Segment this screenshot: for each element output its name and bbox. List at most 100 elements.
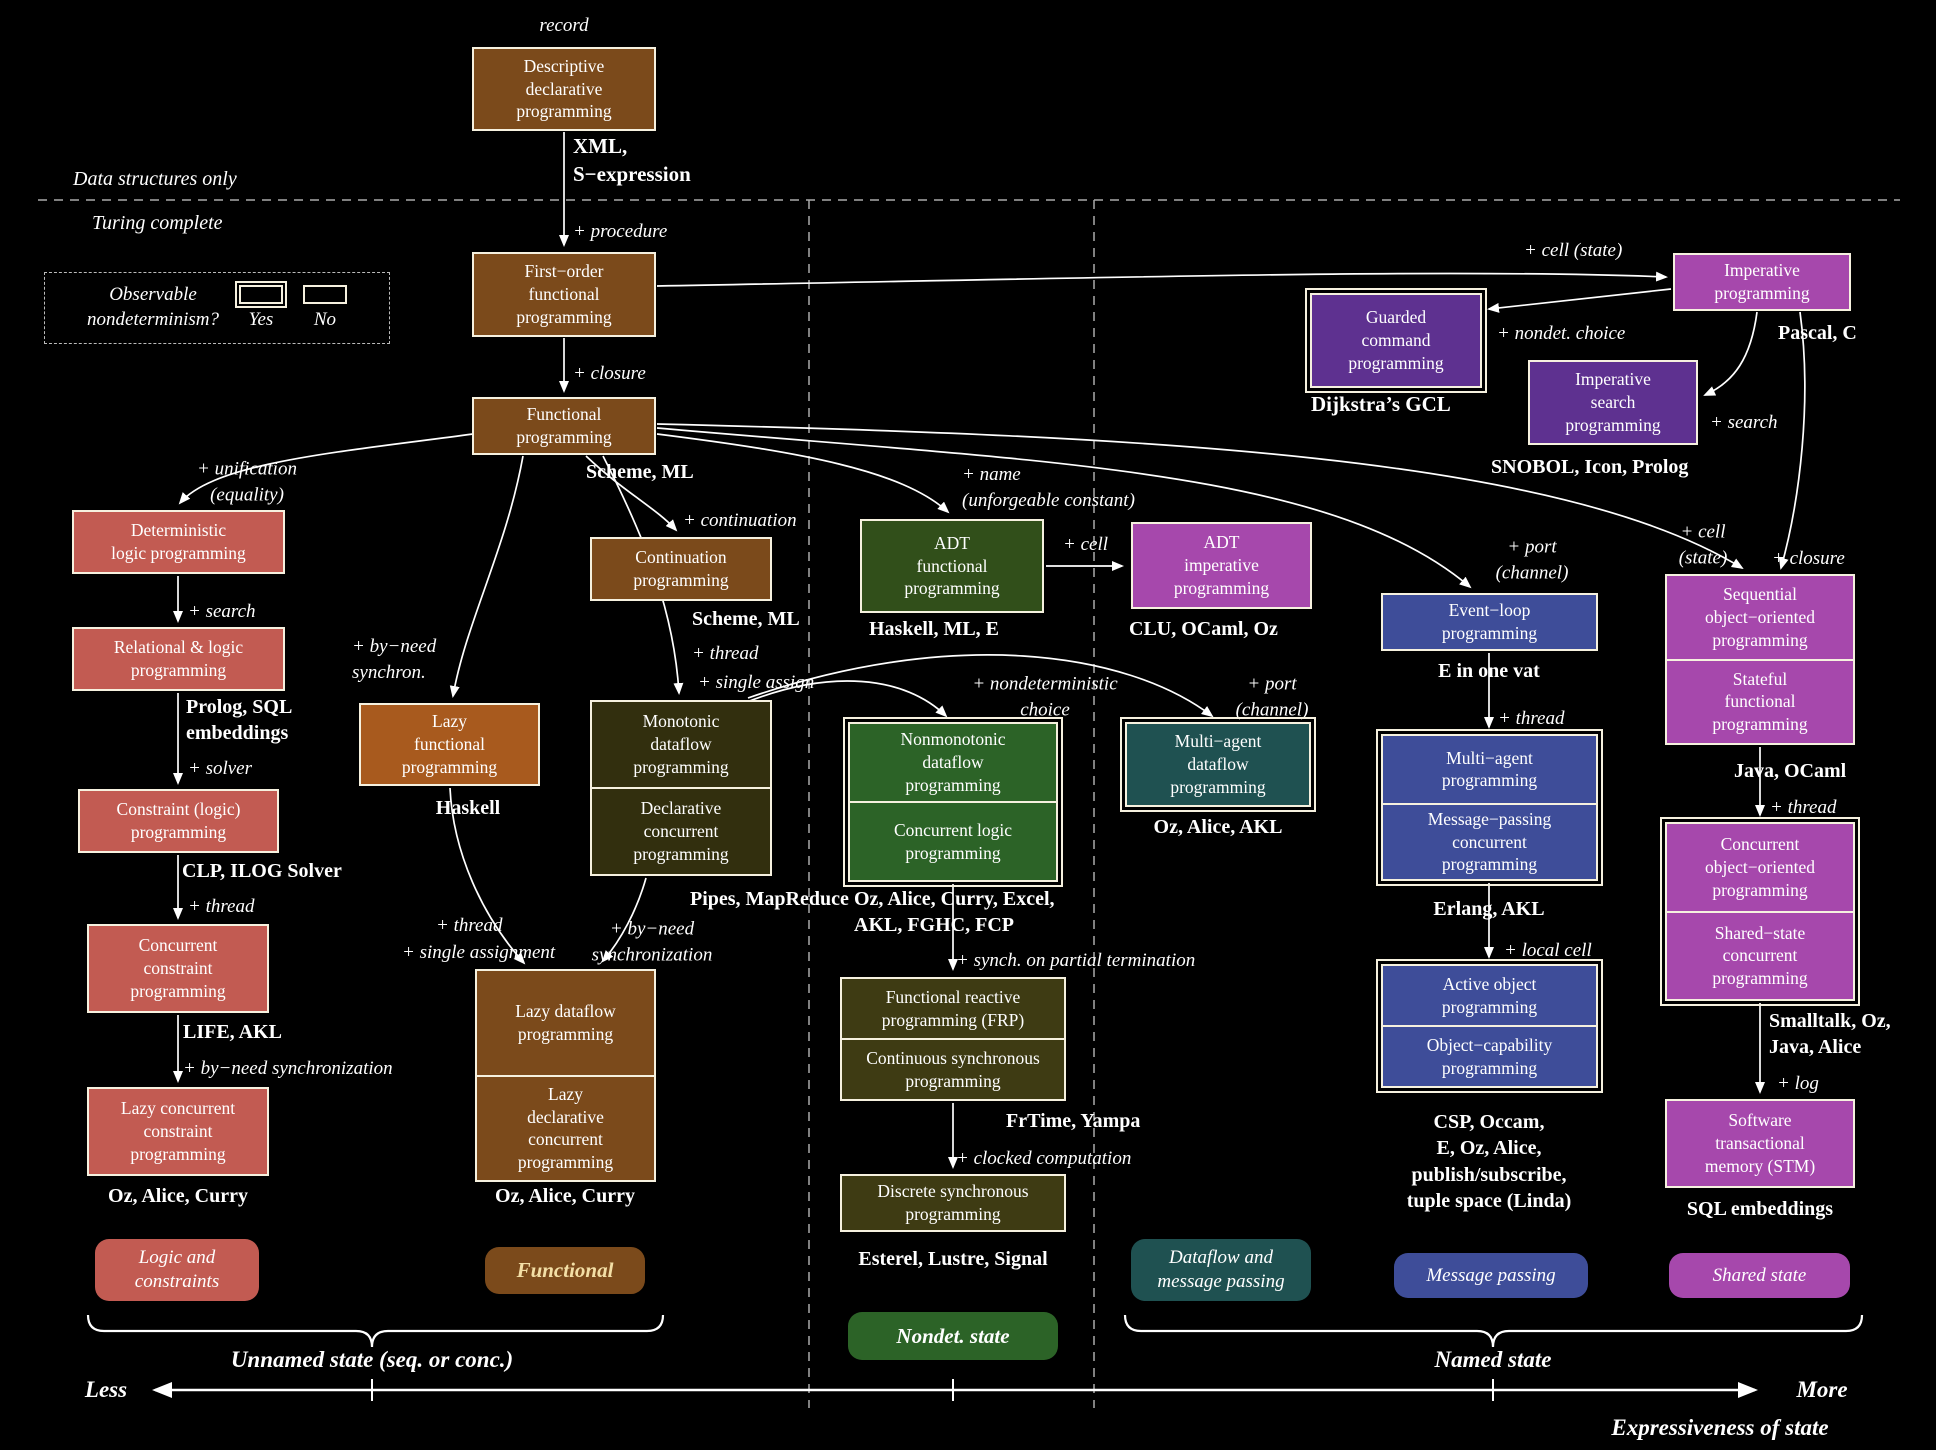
lang-pascal-c: Pascal, C xyxy=(1778,322,1857,344)
turing-complete-label: Turing complete xyxy=(92,212,223,234)
lang-oz-alice-curry-1: Oz, Alice, Curry xyxy=(108,1184,248,1207)
legend-yes-box xyxy=(234,281,287,308)
axis-more-label: More xyxy=(1796,1377,1848,1402)
node-message-passing-concurrent: Message−passing concurrent programming xyxy=(1383,802,1596,879)
node-lazy-dataflow-stack: Lazy dataflow programming Lazy declarati… xyxy=(475,969,656,1182)
node-concurrent-logic: Concurrent logic programming xyxy=(850,801,1056,880)
arrow-lazyfunctional-to-lazydataflow xyxy=(449,787,526,965)
lang-esterel: Esterel, Lustre, Signal xyxy=(858,1247,1048,1270)
legend-no-label: No xyxy=(313,309,337,330)
arrow-functional-to-seqoo xyxy=(656,423,1744,570)
node-event-loop: Event−loop programming xyxy=(1381,593,1598,651)
edge-cell-state-2: + cell (state) xyxy=(1678,521,1728,568)
node-relational-logic: Relational & logic programming xyxy=(72,627,285,691)
node-nonmonotonic-stack: Nonmonotonic dataflow programming Concur… xyxy=(843,717,1063,887)
edge-search-1: + search xyxy=(188,601,256,622)
edge-clocked: + clocked computation xyxy=(956,1148,1132,1169)
edge-single-assign: + single assign xyxy=(698,672,815,693)
unnamed-state-label: Unnamed state (seq. or conc.) xyxy=(230,1347,514,1372)
lang-sql-embeddings: SQL embeddings xyxy=(1686,1197,1834,1220)
edge-log: + log xyxy=(1777,1073,1819,1094)
edge-byneed-synchron: + by−need synchron. xyxy=(352,636,437,683)
lang-clp: CLP, ILOG Solver xyxy=(182,860,342,882)
node-lazy-dataflow: Lazy dataflow programming xyxy=(515,1001,616,1044)
node-lazy-declarative-concurrent: Lazy declarative concurrent programming xyxy=(477,1074,654,1181)
node-deterministic-logic: Deterministic logic programming xyxy=(72,510,285,574)
edge-synch-partial: + synch. on partial termination xyxy=(956,950,1196,971)
record-label: record xyxy=(539,15,589,37)
edge-procedure: + procedure xyxy=(573,221,668,242)
edge-cell-state-1: + cell (state) xyxy=(1524,240,1623,261)
lang-e-in-one-vat: E in one vat xyxy=(1438,659,1540,682)
edge-closure-2: + closure xyxy=(1772,548,1845,569)
edge-byneed-2: + by−need synchronization xyxy=(591,918,713,965)
node-sequential-oo-stack: Sequential object−oriented programming S… xyxy=(1665,574,1855,745)
edge-thread-3: + thread xyxy=(436,915,503,936)
node-frp-stack: Functional reactive programming (FRP) Co… xyxy=(840,977,1066,1101)
lang-xml: XML, S−expression xyxy=(573,134,691,186)
category-dataflow-message: Dataflow and message passing xyxy=(1131,1239,1311,1301)
node-continuation: Continuation programming xyxy=(590,537,772,601)
category-logic-constraints: Logic and constraints xyxy=(95,1239,259,1301)
brace-unnamed-state xyxy=(86,1314,665,1348)
category-message-passing: Message passing xyxy=(1394,1253,1588,1298)
node-multiagent-stack: Multi−agent programming Message−passing … xyxy=(1376,729,1603,886)
node-constraint-logic: Constraint (logic) programming xyxy=(78,789,279,853)
lang-haskell: Haskell xyxy=(435,796,501,819)
node-stateful-functional: Stateful functional programming xyxy=(1667,658,1853,744)
edge-unification: + unification (equality) xyxy=(197,458,297,505)
node-imperative: Imperative programming xyxy=(1673,253,1851,311)
edge-nondet-choice-2: + nondet. choice xyxy=(1497,323,1626,344)
lang-snobol: SNOBOL, Icon, Prolog xyxy=(1491,456,1689,478)
category-nondet-state: Nondet. state xyxy=(848,1312,1058,1360)
arrow-monotonic-to-madataflow xyxy=(747,654,1214,718)
lang-pipes-mapreduce: Pipes, MapReduce xyxy=(690,888,849,910)
category-functional: Functional xyxy=(485,1247,645,1294)
lang-smalltalk: Smalltalk, Oz, Java, Alice xyxy=(1769,1010,1891,1059)
node-shared-state-concurrent: Shared−state concurrent programming xyxy=(1667,910,1853,1000)
edge-continuation: + continuation xyxy=(683,510,797,531)
arrow-monotonic-to-nonmonotonic xyxy=(741,680,948,718)
edge-thread-4: + thread xyxy=(1498,708,1565,729)
lang-oz-alice-akl: Oz, Alice, AKL xyxy=(1153,815,1283,838)
lang-frtime-yampa: FrTime, Yampa xyxy=(1006,1110,1141,1132)
data-structures-only-label: Data structures only xyxy=(73,168,237,190)
node-active-object: Active object programming xyxy=(1441,973,1538,1017)
node-nonmonotonic-dataflow: Nonmonotonic dataflow programming xyxy=(900,729,1006,795)
lang-dijkstra-gcl: Dijkstra’s GCL xyxy=(1311,392,1451,416)
node-monotonic-dataflow: Monotonic dataflow programming xyxy=(633,711,729,777)
dashed-dividers xyxy=(38,199,1900,1408)
lang-clu-ocaml-oz: CLU, OCaml, Oz xyxy=(1129,618,1278,640)
node-concurrent-oo-stack: Concurrent object−oriented programming S… xyxy=(1660,817,1860,1006)
edge-search-2: + search xyxy=(1710,412,1778,433)
arrow-imperative-to-impsearch xyxy=(1703,311,1758,396)
edge-port-1: + port (channel) xyxy=(1235,673,1309,720)
edge-thread-1: + thread xyxy=(188,896,255,917)
lang-haskell-ml-e: Haskell, ML, E xyxy=(869,618,1000,640)
arrow-functional-to-adtfunctional xyxy=(656,433,950,514)
edge-byneed-1: + by−need synchronization xyxy=(183,1058,393,1079)
lang-erlang-akl: Erlang, AKL xyxy=(1433,897,1545,920)
node-concurrent-oo: Concurrent object−oriented programming xyxy=(1705,834,1815,900)
node-concurrent-constraint: Concurrent constraint programming xyxy=(87,924,269,1013)
lang-scheme-ml-1: Scheme, ML xyxy=(586,461,694,483)
node-sequential-oo: Sequential object−oriented programming xyxy=(1705,584,1815,650)
edge-solver: + solver xyxy=(188,758,253,779)
expressiveness-label: Expressiveness of state xyxy=(1611,1415,1829,1440)
node-imperative-search: Imperative search programming xyxy=(1528,360,1698,445)
legend-no-box xyxy=(302,285,347,304)
edge-port-2: + port (channel) xyxy=(1495,536,1569,583)
node-adt-imperative: ADT imperative programming xyxy=(1131,522,1312,609)
edge-single-assignment: + single assignment xyxy=(402,942,556,963)
edge-cell-1: + cell xyxy=(1063,534,1108,555)
node-object-capability: Object−capability programming xyxy=(1383,1025,1596,1086)
node-lazy-functional: Lazy functional programming xyxy=(359,703,540,786)
node-multiagent-programming: Multi−agent programming xyxy=(1441,747,1538,791)
axis-less-label: Less xyxy=(84,1377,128,1402)
edge-nondeterministic-choice: + nondeterministic choice xyxy=(972,673,1118,720)
node-guarded-command: Guarded command programming xyxy=(1305,288,1487,393)
lang-csp-occam: CSP, Occam, E, Oz, Alice, publish/subscr… xyxy=(1406,1111,1572,1213)
lang-java-ocaml: Java, OCaml xyxy=(1734,760,1847,782)
